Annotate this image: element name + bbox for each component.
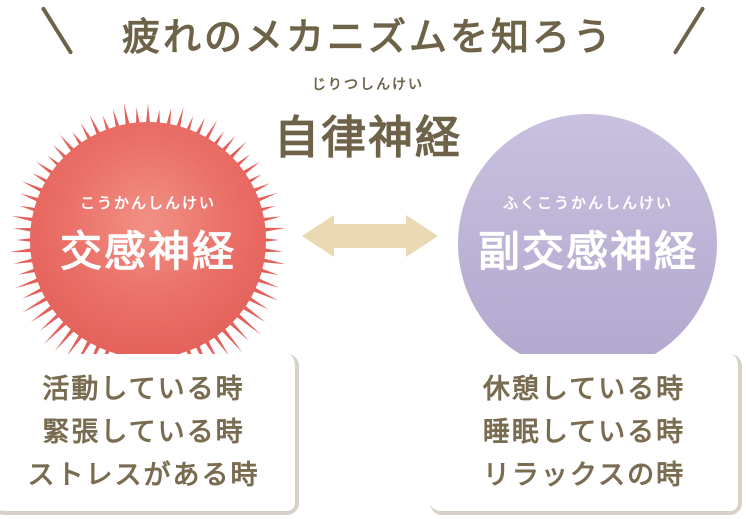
emphasis-slash-right-icon <box>672 6 706 55</box>
card-line: リラックスの時 <box>482 460 686 491</box>
double-headed-arrow-icon <box>302 215 438 257</box>
parasympathetic-text: 副交感神経 <box>477 227 698 276</box>
autonomic-nerves-label: じりつしんけい 自律神経 <box>223 74 513 166</box>
autonomic-nerves-text: 自律神経 <box>273 111 462 164</box>
sympathetic-text: 交感神経 <box>59 227 236 276</box>
card-line: 活動している時 <box>42 374 245 405</box>
parasympathetic-state-card: 休憩している時 睡眠している時 リラックスの時 <box>430 354 742 515</box>
sympathetic-sunburst-shape <box>9 102 286 392</box>
sympathetic-node-label: こうかんしんけい 交感神経 <box>8 192 288 279</box>
page-title: 疲れのメカニズムを知ろう <box>121 15 614 59</box>
card-line: 睡眠している時 <box>482 417 686 448</box>
sympathetic-state-card: 活動している時 緊張している時 ストレスがある時 <box>0 354 299 515</box>
parasympathetic-circle-shape <box>458 114 717 373</box>
autonomic-nerves-furigana: じりつしんけい <box>311 77 425 93</box>
card-line: 休憩している時 <box>482 374 686 405</box>
parasympathetic-node-label: ふくこうかんしんけい 副交感神経 <box>448 192 728 279</box>
card-line: ストレスがある時 <box>27 460 260 491</box>
sympathetic-furigana: こうかんしんけい <box>79 194 216 212</box>
card-line: 緊張している時 <box>42 417 245 448</box>
parasympathetic-furigana: ふくこうかんしんけい <box>502 194 673 212</box>
